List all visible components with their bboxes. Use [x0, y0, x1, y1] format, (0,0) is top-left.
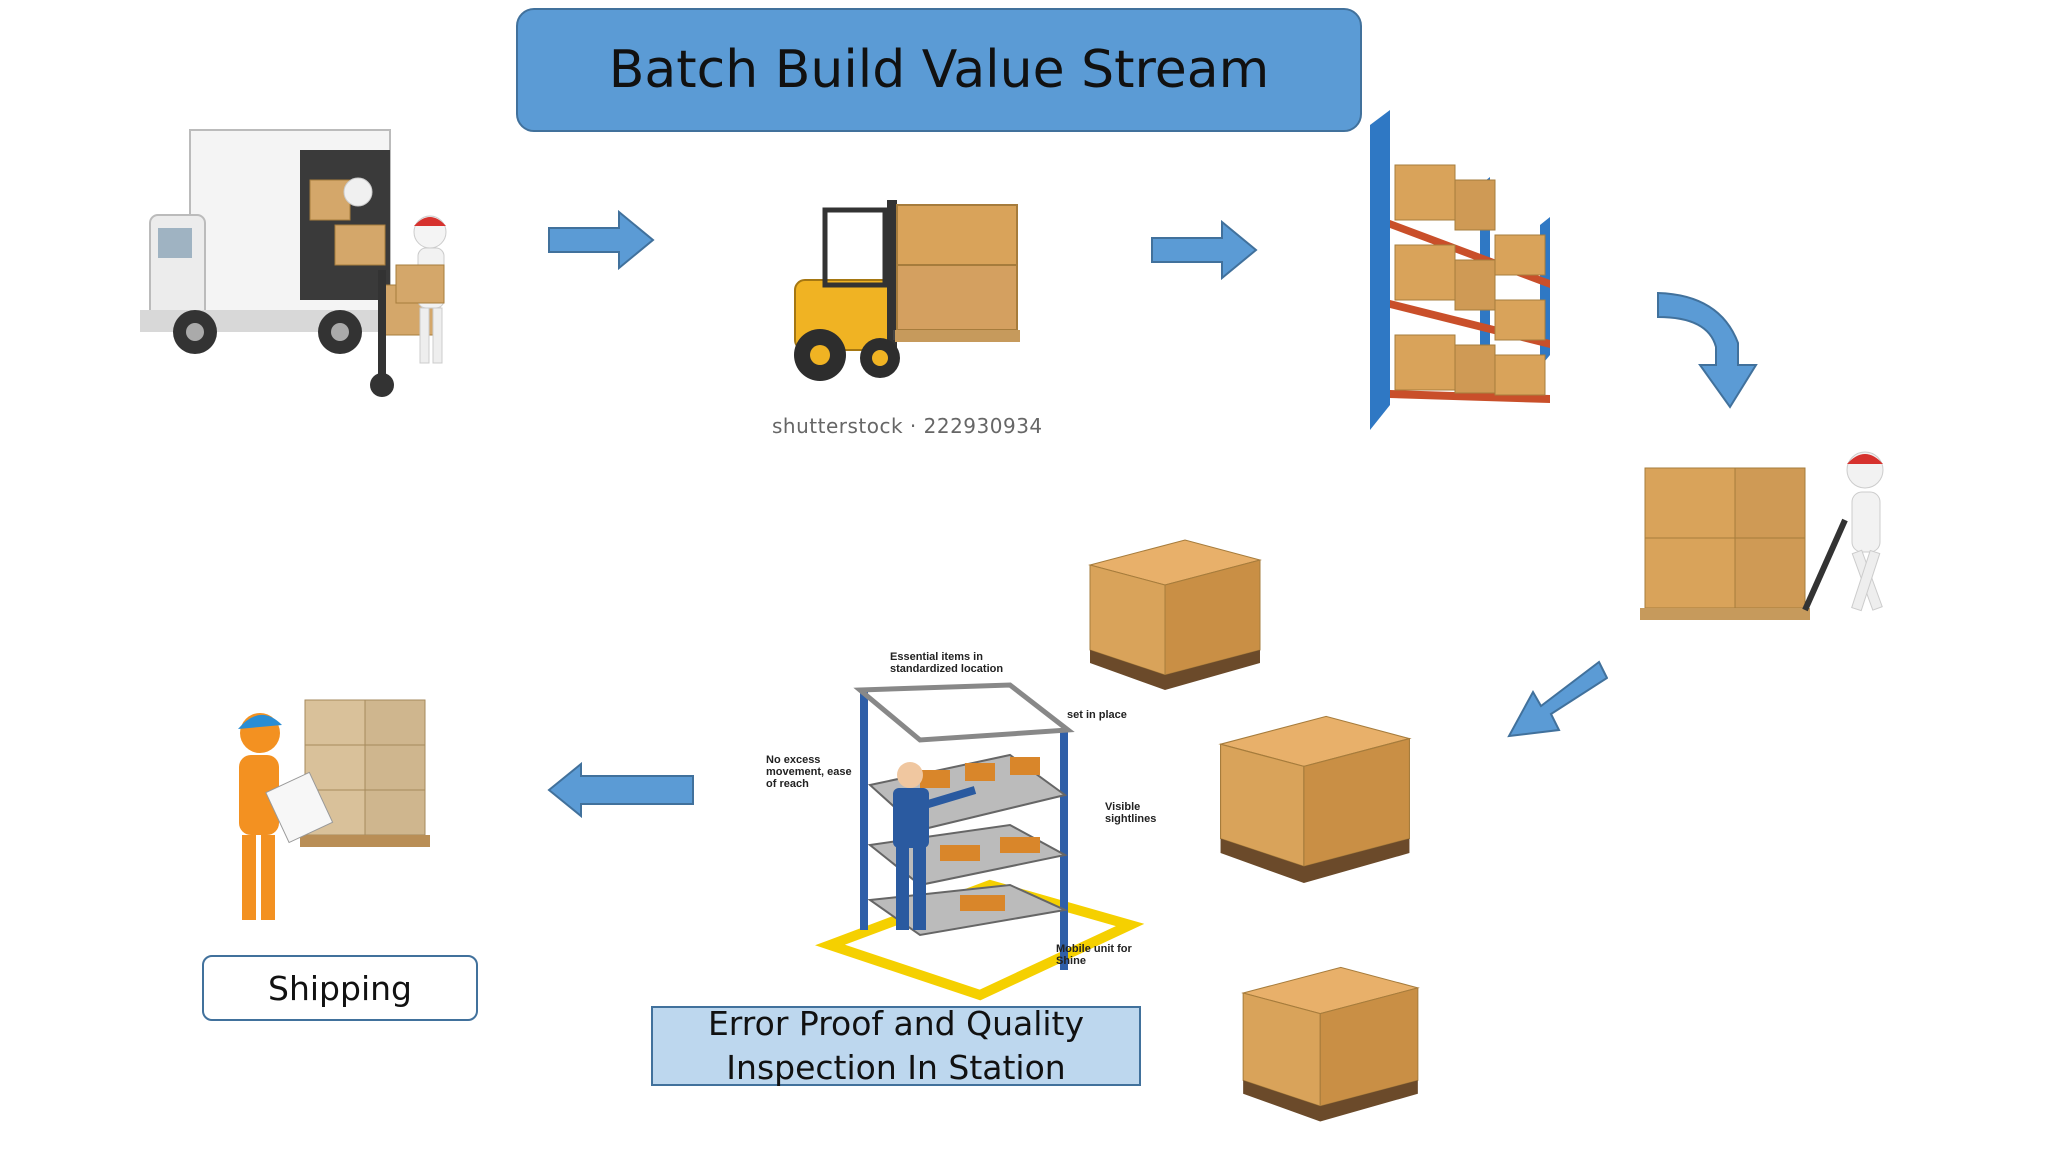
shipping-label: Shipping	[268, 968, 412, 1008]
shipping-worker-icon	[205, 665, 485, 945]
flow-arrow-curved-down	[1650, 285, 1772, 415]
station-label-line1: Error Proof and Quality	[707, 1004, 1085, 1043]
forklift-icon	[775, 180, 1035, 390]
watermark-text: shutterstock · 222930934	[772, 414, 1043, 438]
pallet-stack-icon	[1215, 710, 1415, 895]
workstation-icon	[760, 645, 1170, 1005]
callout-mobile: Mobile unit for Shine	[1056, 943, 1132, 967]
warehouse-rack-icon	[1350, 105, 1565, 435]
pallet-jack-icon	[1640, 440, 1920, 670]
flow-arrow-right-1	[547, 210, 655, 270]
station-label-box: Error Proof and Quality Inspection In St…	[651, 1004, 1141, 1087]
callout-essential: Essential items in standardized location	[890, 651, 1004, 675]
callout-set-in-place: set in place	[1067, 709, 1127, 721]
page-title: Batch Build Value Stream	[608, 40, 1270, 100]
callout-no-excess: No excess movement, ease of reach	[766, 754, 852, 790]
shipping-label-box: Shipping	[202, 955, 478, 1021]
station-label-line2: Inspection In Station	[726, 1048, 1066, 1087]
callout-visible: Visible sightlines	[1105, 801, 1157, 825]
flow-arrow-right-2	[1150, 220, 1258, 280]
flow-arrow-diagonal	[1505, 658, 1608, 738]
flow-arrow-left	[547, 762, 695, 818]
title-banner: Batch Build Value Stream	[516, 8, 1362, 132]
pallet-stack-icon	[1238, 962, 1423, 1132]
pallet-stack-icon	[1085, 535, 1265, 700]
truck-unloading-icon	[140, 120, 480, 410]
